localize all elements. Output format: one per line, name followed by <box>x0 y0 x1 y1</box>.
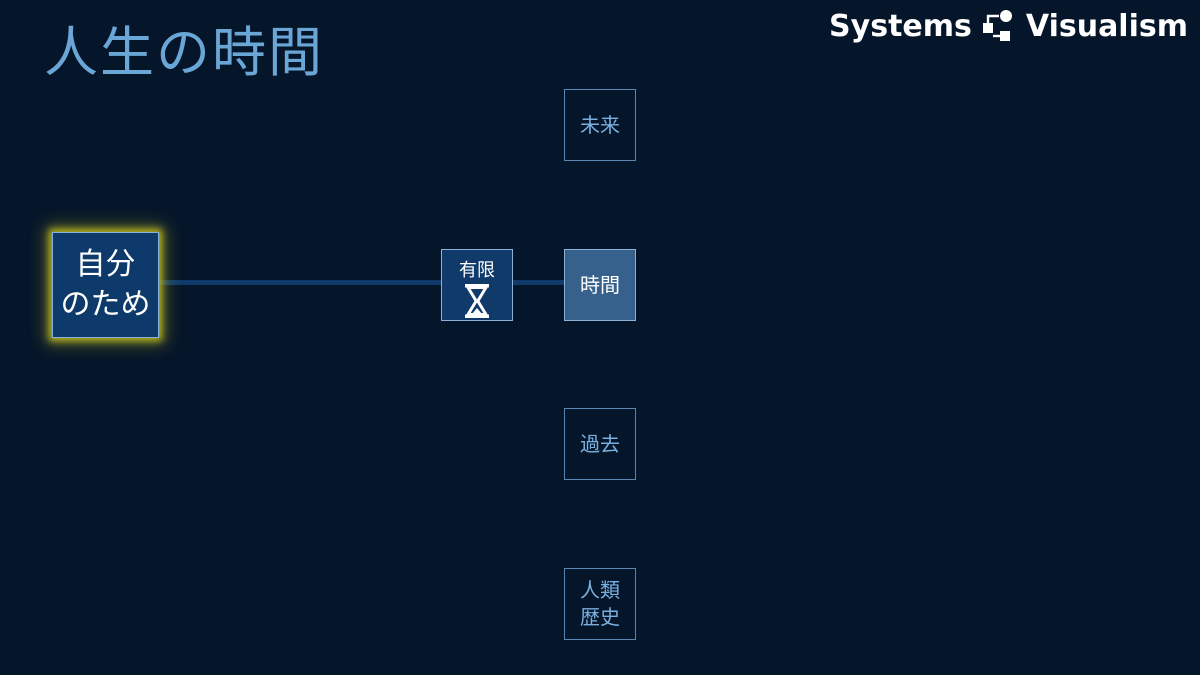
node-future: 未来 <box>564 89 636 161</box>
connector-line <box>160 280 565 285</box>
systems-visualism-logo-icon <box>982 10 1012 41</box>
node-history-line2: 歴史 <box>580 605 620 629</box>
node-past: 過去 <box>564 408 636 480</box>
node-limited: 有限 <box>441 249 513 321</box>
page-title: 人生の時間 <box>44 21 324 84</box>
node-limited-label: 有限 <box>459 260 495 281</box>
node-time-label: 時間 <box>580 272 620 297</box>
hourglass-icon <box>465 284 489 318</box>
node-time: 時間 <box>564 249 636 321</box>
node-self: 自分 のため <box>52 232 159 338</box>
node-future-label: 未来 <box>580 112 620 137</box>
node-history-line1: 人類 <box>580 578 620 602</box>
node-history: 人類 歴史 <box>564 568 636 640</box>
node-self-line2: のため <box>60 287 151 322</box>
node-self-line1: 自分 <box>75 246 136 282</box>
brand: Systems Visualism <box>829 6 1188 46</box>
brand-name-right: Visualism <box>1025 8 1188 44</box>
brand-name-left: Systems <box>829 8 972 44</box>
node-past-label: 過去 <box>580 431 620 456</box>
